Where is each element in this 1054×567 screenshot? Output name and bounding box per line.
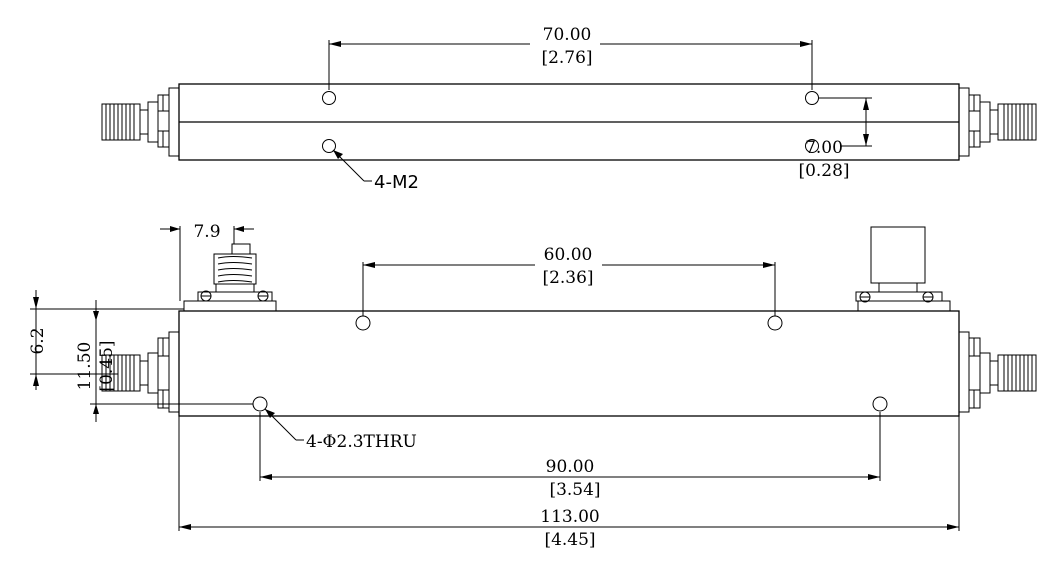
dim-7-inch: [0.28] bbox=[798, 161, 849, 181]
top-left-sma-connector bbox=[101, 101, 159, 143]
top-hole-2 bbox=[805, 91, 819, 105]
hole-callout: 4-Φ2.3THRU bbox=[306, 432, 417, 452]
front-top-termination bbox=[855, 226, 943, 303]
dim-113-inch: [4.45] bbox=[544, 530, 595, 550]
front-right-top-plate bbox=[857, 300, 951, 312]
dim-113-value: 113.00 bbox=[540, 507, 599, 527]
front-hole-bottom-1 bbox=[252, 396, 268, 412]
top-hole-1 bbox=[322, 91, 336, 105]
front-view: 7.9 60.00 [2.36] 6.2 11.50 [0.45] 4-Φ2.3… bbox=[28, 222, 1037, 550]
top-right-flange bbox=[958, 87, 970, 157]
front-body bbox=[178, 310, 960, 417]
top-right-sma-connector bbox=[979, 101, 1037, 143]
top-left-screw-lower bbox=[157, 130, 170, 148]
dim-60-inch: [2.36] bbox=[542, 268, 593, 288]
thread-callout: 4-M2 bbox=[374, 172, 419, 193]
top-hole-3 bbox=[322, 139, 336, 153]
front-right-screw-upper bbox=[968, 337, 981, 357]
top-view: 70.00 [2.76] 7.00 [0.28] 4-M2 bbox=[101, 25, 1037, 193]
top-left-flange bbox=[168, 87, 180, 157]
front-left-screw-upper bbox=[157, 337, 170, 357]
front-right-screw-lower bbox=[968, 389, 981, 409]
dim-6-2-value: 6.2 bbox=[28, 327, 48, 354]
dim-7-9-value: 7.9 bbox=[193, 222, 220, 242]
top-hole-4 bbox=[805, 139, 819, 153]
dim-90-value: 90.00 bbox=[546, 457, 595, 477]
dim-90-inch: [3.54] bbox=[549, 480, 600, 500]
front-hole-top-1 bbox=[355, 315, 371, 331]
front-right-flange bbox=[958, 331, 970, 413]
dim-60-value: 60.00 bbox=[544, 245, 593, 265]
front-left-top-plate bbox=[183, 300, 277, 312]
dim-11-5-inch: [0.45] bbox=[97, 340, 117, 391]
dim-11-5-value: 11.50 bbox=[75, 342, 95, 391]
front-left-screw-lower bbox=[157, 389, 170, 409]
front-hole-bottom-2 bbox=[872, 396, 888, 412]
front-left-flange bbox=[168, 331, 180, 413]
front-right-sma-connector bbox=[979, 352, 1037, 394]
front-top-sma-connector bbox=[197, 243, 273, 302]
dim-7-value: 7.00 bbox=[805, 138, 843, 158]
dim-70-value: 70.00 bbox=[543, 25, 592, 45]
top-right-screw-lower bbox=[968, 130, 981, 148]
dim-70-inch: [2.76] bbox=[541, 48, 592, 68]
front-hole-top-2 bbox=[767, 315, 783, 331]
top-left-screw-upper bbox=[157, 94, 170, 112]
top-right-screw-upper bbox=[968, 94, 981, 112]
